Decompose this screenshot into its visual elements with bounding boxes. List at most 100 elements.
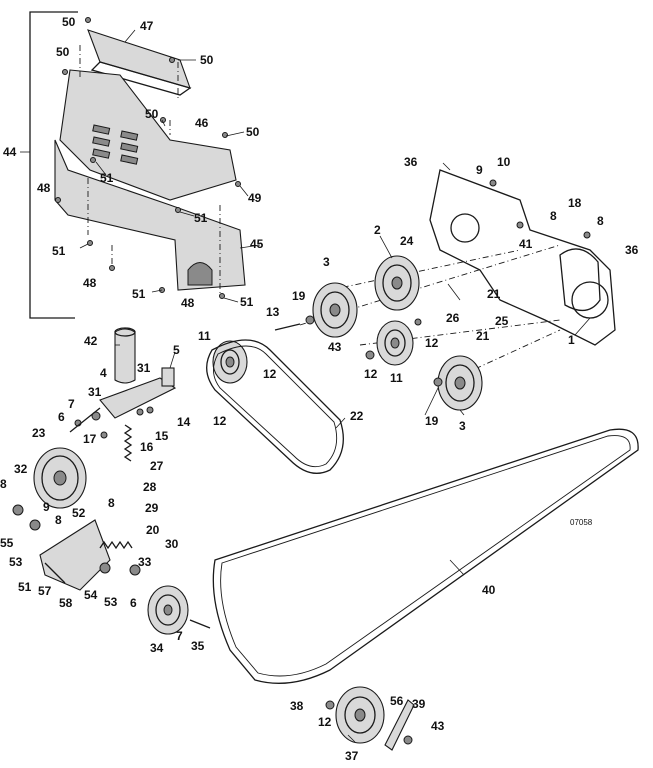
callout-label: 16 — [140, 440, 154, 454]
callout-label: 11 — [390, 371, 403, 385]
callout-label: 57 — [38, 584, 52, 598]
vent-slots — [92, 124, 139, 165]
callout-label: 34 — [150, 641, 164, 655]
callout-label: 9 — [476, 163, 483, 177]
callout-label: 54 — [84, 588, 98, 602]
callout-label: 12 — [425, 336, 439, 350]
spring-27 — [123, 424, 133, 462]
callout-leaders — [79, 29, 599, 743]
callout-label: 49 — [248, 191, 262, 205]
callout-label: 5 — [173, 343, 180, 357]
callout-label: 19 — [425, 414, 439, 428]
callout-label: 40 — [482, 583, 496, 597]
pulley-3-lower — [437, 355, 483, 411]
callout-label: 48 — [181, 296, 195, 310]
callout-label: 51 — [132, 287, 146, 301]
callout-label: 6 — [58, 410, 65, 424]
pulley-11-left — [212, 340, 248, 384]
bracket-39 — [384, 699, 415, 751]
callout-label: 2 — [374, 223, 381, 237]
callout-label: 51 — [194, 211, 208, 225]
callout-label: 4 — [100, 366, 107, 380]
callout-label: 58 — [59, 596, 73, 610]
belt-40 — [212, 428, 639, 684]
callout-label: 22 — [350, 409, 364, 423]
callout-label: 48 — [83, 276, 97, 290]
callout-label: 36 — [625, 243, 639, 257]
callout-label: 50 — [56, 45, 70, 59]
callout-label: 30 — [165, 537, 179, 551]
callout-label: 46 — [195, 116, 209, 130]
callout-label: 25 — [495, 314, 509, 328]
callout-label: 35 — [191, 639, 205, 653]
callout-label: 12 — [364, 367, 378, 381]
group-44-bracket — [20, 11, 78, 319]
callout-label: 13 — [266, 305, 280, 319]
callout-label: 19 — [292, 289, 306, 303]
sleeve-42 — [114, 328, 136, 384]
callout-label: 8 — [597, 214, 604, 228]
callout-label: 14 — [177, 415, 191, 429]
callout-label: 23 — [32, 426, 46, 440]
callout-label: 44 — [3, 145, 17, 159]
callout-label: 39 — [412, 697, 426, 711]
callout-label: 18 — [568, 196, 582, 210]
callout-label: 10 — [497, 155, 511, 169]
callout-label: 48 — [37, 181, 51, 195]
callout-label: 27 — [150, 459, 164, 473]
pulley-11-right — [376, 320, 414, 366]
callout-label: 50 — [145, 107, 159, 121]
callout-label: 26 — [446, 311, 460, 325]
callout-label: 8 — [108, 496, 115, 510]
upper-cover-46 — [59, 69, 237, 201]
callout-label: 51 — [52, 244, 66, 258]
callout-label: 50 — [246, 125, 260, 139]
callout-label: 8 — [0, 477, 7, 491]
callout-label: 6 — [130, 596, 137, 610]
spacer-5 — [161, 367, 175, 387]
idler-pulley-34 — [147, 585, 189, 635]
callout-label: 11 — [198, 329, 211, 343]
clutch-23 — [33, 447, 87, 509]
callout-label: 53 — [104, 595, 118, 609]
callout-label: 51 — [100, 171, 114, 185]
arm-4 — [99, 377, 177, 419]
callout-label: 15 — [155, 429, 169, 443]
callout-label: 12 — [318, 715, 332, 729]
belt-cover-assembly — [54, 17, 246, 299]
callout-labels: 50 47 50 50 50 46 50 44 51 48 49 51 51 4… — [0, 15, 639, 763]
callout-label: 7 — [68, 397, 75, 411]
callout-label: 8 — [55, 513, 62, 527]
callout-label: 29 — [145, 501, 159, 515]
callout-label: 37 — [345, 749, 359, 763]
idler-pulley-37 — [335, 686, 385, 744]
callout-label: 8 — [550, 209, 557, 223]
callout-label: 45 — [250, 237, 264, 251]
callout-label: 24 — [400, 234, 414, 248]
callout-label: 3 — [459, 419, 466, 433]
callout-label: 51 — [240, 295, 254, 309]
pulley-3-upper — [312, 282, 358, 338]
callout-label: 7 — [176, 629, 183, 643]
callout-label: 1 — [568, 333, 575, 347]
callout-label: 31 — [137, 361, 151, 375]
belt-22 — [206, 339, 344, 474]
lower-cover-45 — [54, 139, 246, 291]
callout-label: 41 — [519, 237, 533, 251]
callout-label: 47 — [140, 19, 154, 33]
callout-label: 50 — [200, 53, 214, 67]
callout-label: 21 — [476, 329, 490, 343]
callout-label: 43 — [328, 340, 342, 354]
callout-label: 9 — [43, 500, 50, 514]
pulley-2 — [374, 255, 420, 311]
callout-label: 51 — [18, 580, 32, 594]
callout-label: 36 — [404, 155, 418, 169]
callout-label: 21 — [487, 287, 501, 301]
callout-label: 55 — [0, 536, 14, 550]
bracket-52 — [39, 519, 111, 591]
callout-label: 17 — [83, 432, 97, 446]
callout-label: 3 — [323, 255, 330, 269]
callout-label: 31 — [88, 385, 102, 399]
callout-label: 12 — [263, 367, 277, 381]
